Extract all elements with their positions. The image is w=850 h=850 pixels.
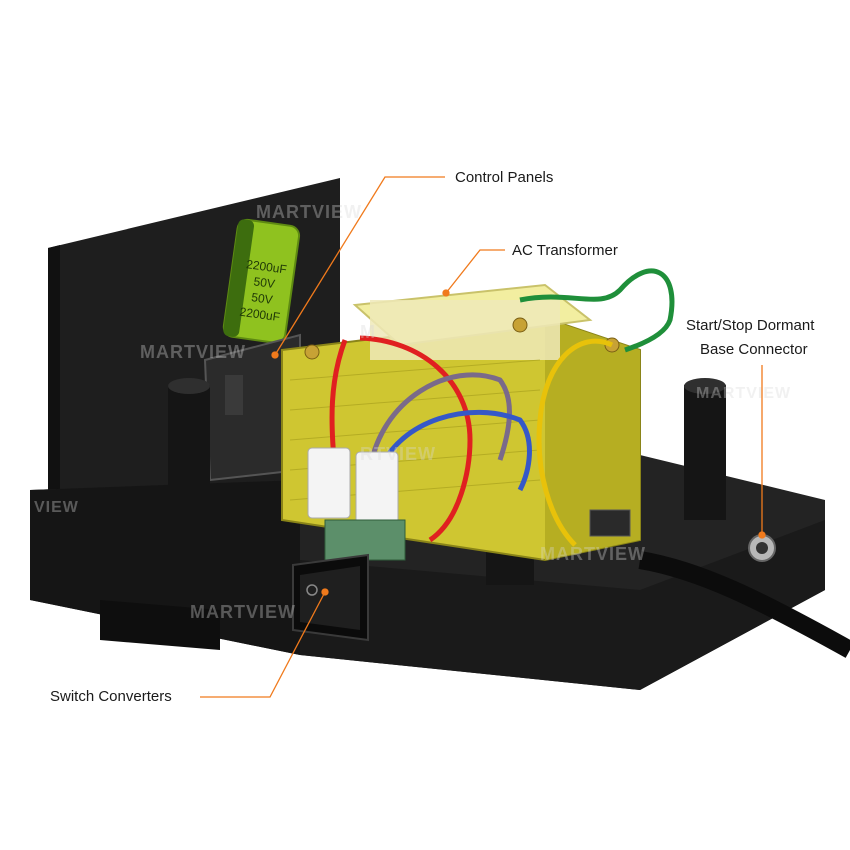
callout-dot-switch xyxy=(321,588,329,596)
wire-yellow xyxy=(536,338,614,547)
watermark-8: MARTVIEW xyxy=(190,602,296,622)
watermark-group: MARTVIEW MARTVIEW VIEW RTVIEW M MARTVIEW… xyxy=(34,202,791,622)
callout-line-ac-transformer xyxy=(445,249,505,294)
callout-dot-ac-transformer xyxy=(442,289,450,297)
callout-start-stop-line1: Start/Stop Dormant xyxy=(686,317,815,334)
watermark-5: M xyxy=(360,322,376,342)
callout-dot-control-panels xyxy=(271,351,279,359)
base-front-left xyxy=(30,480,300,655)
capacitor-marking-4: 2200uF xyxy=(239,305,281,325)
watermark-6: MARTVIEW xyxy=(540,544,646,564)
power-cable xyxy=(638,551,850,658)
capacitor-marking-3: 50V xyxy=(250,290,273,307)
board-component xyxy=(225,375,243,415)
callout-dot-start-stop xyxy=(758,531,766,539)
back-panel-edge xyxy=(48,245,60,490)
wire-blue xyxy=(377,409,532,492)
callout-line-switch xyxy=(200,591,326,698)
base-front-wall xyxy=(300,520,825,690)
watermark-4: RTVIEW xyxy=(360,444,436,464)
callout-control-panels: Control Panels xyxy=(455,169,554,186)
wire-red-2 xyxy=(359,335,473,543)
capacitor-marking-2: 50V xyxy=(253,274,276,291)
wire-purple xyxy=(367,372,512,471)
cable-clamp xyxy=(589,509,631,537)
watermark-1: MARTVIEW xyxy=(256,202,362,222)
callout-switch-converters: Switch Converters xyxy=(50,688,172,705)
wire-green xyxy=(519,268,675,353)
white-connector-1 xyxy=(307,447,351,519)
callout-line-control-panels xyxy=(274,176,445,356)
post-right xyxy=(684,378,726,520)
post-left xyxy=(168,378,210,520)
capacitor: 2200uF 50V 50V 2200uF xyxy=(222,218,301,344)
watermark-3: VIEW xyxy=(34,499,79,516)
switch-circuit-board xyxy=(324,519,406,561)
base-foot xyxy=(100,600,220,650)
dormant-base-connector xyxy=(748,534,776,562)
watermark-2: MARTVIEW xyxy=(140,342,246,362)
capacitor-marking-1: 2200uF xyxy=(245,257,287,277)
callout-ac-transformer: AC Transformer xyxy=(512,242,618,259)
watermark-7: MARTVIEW xyxy=(696,385,791,402)
callout-start-stop-line2: Base Connector xyxy=(700,341,808,358)
callout-lines xyxy=(200,176,766,698)
power-switch xyxy=(292,553,369,642)
